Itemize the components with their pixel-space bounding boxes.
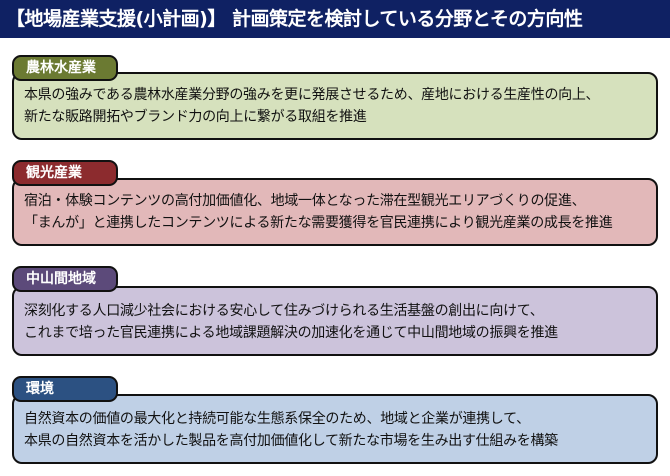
section-hilly-areas: 中山間地域 深刻化する人口減少社会における安心して住みづけられる生活基盤の創出に… [12,266,660,356]
section-body: 自然資本の価値の最大化と持続可能な生態系保全のため、地域と企業が連携して、 本県… [12,394,658,464]
section-label: 農林水産業 [12,55,118,81]
section-body: 宿泊・体験コンテンツの高付加価値化、地域一体となった滞在型観光エリアづくりの促進… [12,178,658,246]
section-label: 中山間地域 [12,266,118,292]
section-environment: 環境 自然資本の価値の最大化と持続可能な生態系保全のため、地域と企業が連携して、… [12,376,660,464]
section-label: 環境 [12,376,118,402]
section-body: 深刻化する人口減少社会における安心して住みづけられる生活基盤の創出に向けて、 こ… [12,286,658,356]
body-line: 自然資本の価値の最大化と持続可能な生態系保全のため、地域と企業が連携して、 [24,411,530,427]
section-agriculture: 農林水産業 本県の強みである農林水産業分野の強みを更に発展させるため、産地におけ… [12,55,660,141]
body-line: 本県の強みである農林水産業分野の強みを更に発展させるため、産地における生産性の向… [24,87,600,103]
body-line: 宿泊・体験コンテンツの高付加価値化、地域一体となった滞在型観光エリアづくりの促進… [24,193,586,209]
body-line: 本県の自然資本を活かした製品を高付加価値化して新たな市場を生み出す仕組みを構築 [24,433,558,449]
body-line: これまで培った官民連携による地域課題解決の加速化を通じて中山間地域の振興を推進 [24,325,558,341]
section-tourism: 観光産業 宿泊・体験コンテンツの高付加価値化、地域一体となった滞在型観光エリアづ… [12,160,660,246]
body-line: 「まんが」と連携したコンテンツによる新たな需要獲得を官民連携により観光産業の成長… [24,215,613,231]
body-line: 新たな販路開拓やブランド力の向上に繋がる取組を推進 [24,109,367,125]
body-line: 深刻化する人口減少社会における安心して住みづけられる生活基盤の創出に向けて、 [24,303,544,319]
section-body: 本県の強みである農林水産業分野の強みを更に発展させるため、産地における生産性の向… [12,72,658,140]
page-title: 【地場産業支援(小計画)】 計画策定を検討している分野とその方向性 [0,0,670,38]
section-label: 観光産業 [12,160,118,186]
